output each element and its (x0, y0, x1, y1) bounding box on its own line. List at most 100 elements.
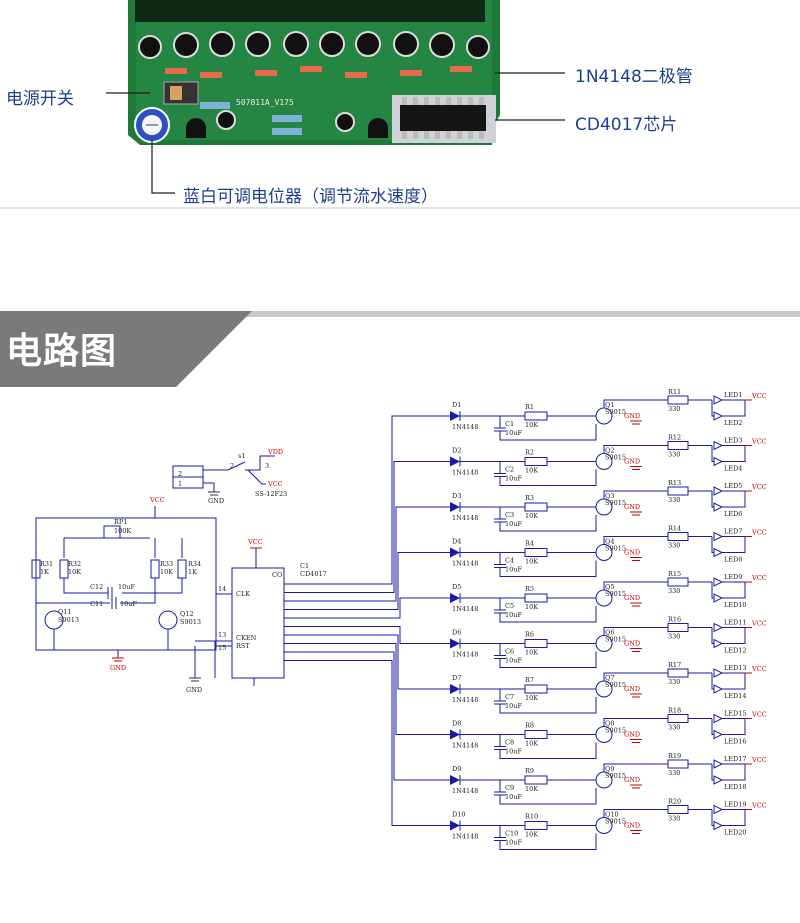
led-ref: LED8 (724, 556, 742, 564)
channel-wire (711, 718, 746, 735)
base-resistor-ref: R5 (525, 585, 534, 593)
base-resistor-ref: R7 (525, 676, 534, 684)
c12-ref: C12 (90, 583, 103, 591)
load-resistor-value: 330 (668, 587, 680, 595)
led-symbol (713, 622, 724, 633)
channel-wire (711, 627, 746, 644)
transistor-part: S9015 (605, 772, 626, 780)
callout-leaders (106, 72, 565, 194)
transistor-part: S9015 (605, 499, 626, 507)
transistor-ref: Q9 (605, 765, 614, 773)
base-resistor-value: 10K (525, 831, 538, 839)
gnd-label: GND (624, 776, 640, 784)
vdd-label: VDD (267, 448, 283, 456)
q11-ref: Q11 (58, 608, 72, 616)
load-resistor-ref: R14 (668, 525, 681, 533)
switch-pin: 2 (230, 462, 234, 470)
cap-value: 10uF (505, 429, 522, 437)
led-symbol (713, 775, 724, 785)
load-resistor-value: 330 (668, 405, 680, 413)
led-symbol (713, 502, 724, 512)
board-silkscreen: 507811A_V175 (236, 98, 294, 107)
diode-part: 1N4148 (452, 833, 478, 841)
led-symbol (713, 456, 724, 467)
base-resistor-ref: R2 (525, 449, 534, 457)
diode-part: 1N4148 (452, 651, 478, 659)
vcc-label: VCC (751, 483, 767, 491)
led-symbol (713, 440, 724, 451)
vcc-label: VCC (267, 480, 283, 488)
transistor-ref: Q10 (605, 811, 619, 819)
channel-wire (603, 445, 668, 450)
channel-wire (499, 606, 597, 623)
section-banner (0, 311, 800, 387)
vcc-label: VCC (751, 756, 767, 764)
led-symbol (713, 759, 724, 769)
transistor-ref: Q6 (605, 629, 614, 637)
led-ref: LED1 (724, 391, 742, 399)
vcc-label: VCC (149, 496, 165, 504)
pin-number: 14 (218, 585, 226, 593)
base-resistor-value: 10K (525, 558, 538, 566)
led-ref: LED2 (724, 419, 742, 427)
channel-wire (711, 809, 746, 826)
channel-wire (284, 552, 450, 610)
load-resistor-value: 330 (668, 724, 680, 732)
base-resistor (524, 593, 548, 603)
ic-part: CD4017 (300, 570, 327, 578)
channel-wire (603, 399, 668, 404)
channel-wire (603, 581, 668, 586)
transistor-part: S9015 (605, 636, 626, 644)
led-ref: LED13 (724, 664, 747, 672)
led-symbol (713, 684, 724, 694)
diode-ref: D10 (452, 811, 465, 819)
gnd-label: GND (624, 731, 640, 739)
base-resistor-ref: R8 (525, 722, 534, 730)
base-resistor (524, 548, 548, 557)
r33-value: 10K (160, 568, 173, 576)
diode-symbol (450, 684, 460, 694)
channel-wire (284, 626, 450, 644)
led-ref: LED17 (724, 755, 747, 763)
channel-wire (711, 763, 746, 781)
gnd-label: GND (624, 685, 640, 693)
vcc-label: VCC (751, 620, 767, 628)
channel-wire (499, 833, 597, 850)
transistor (368, 118, 388, 138)
cap-value: 10uF (505, 520, 522, 528)
vcc-label: VCC (751, 574, 767, 582)
load-resistor (667, 486, 689, 496)
diode-ref: D1 (452, 401, 461, 409)
potentiometer-label: 蓝白可调电位器（调节流水速度） (183, 187, 438, 207)
vcc-label: VCC (751, 711, 767, 719)
r34-value: 1K (188, 568, 197, 576)
q12-transistor (158, 610, 178, 630)
channel-wire (499, 651, 597, 668)
cap-value: 10uF (505, 702, 522, 710)
gnd-label: GND (624, 822, 640, 830)
cap-ref: C3 (505, 511, 514, 519)
load-resistor-value: 330 (668, 678, 680, 686)
diode-symbol (450, 775, 460, 785)
base-resistor-ref: R10 (525, 813, 538, 821)
clk-pin: CLK (236, 590, 250, 598)
led-symbol (713, 713, 724, 724)
cap-ref: C5 (505, 602, 514, 610)
transistor-part: S9015 (605, 454, 626, 462)
load-resistor (667, 714, 689, 723)
gnd-label: GND (186, 686, 202, 694)
transistor (186, 118, 206, 138)
led-ref: LED14 (724, 692, 747, 700)
led-ref: LED12 (724, 647, 747, 655)
load-resistor (667, 395, 689, 405)
cap-value: 10uF (505, 566, 522, 574)
led-symbol (713, 531, 724, 542)
gnd-label: GND (624, 458, 640, 466)
channel-wire (284, 506, 450, 602)
diode-part: 1N4148 (452, 514, 478, 522)
led-symbol (713, 411, 724, 421)
diode-part: 1N4148 (452, 696, 478, 704)
vcc-label: VCC (247, 538, 263, 546)
led-symbol (713, 577, 724, 587)
cap-value: 10uF (505, 839, 522, 847)
